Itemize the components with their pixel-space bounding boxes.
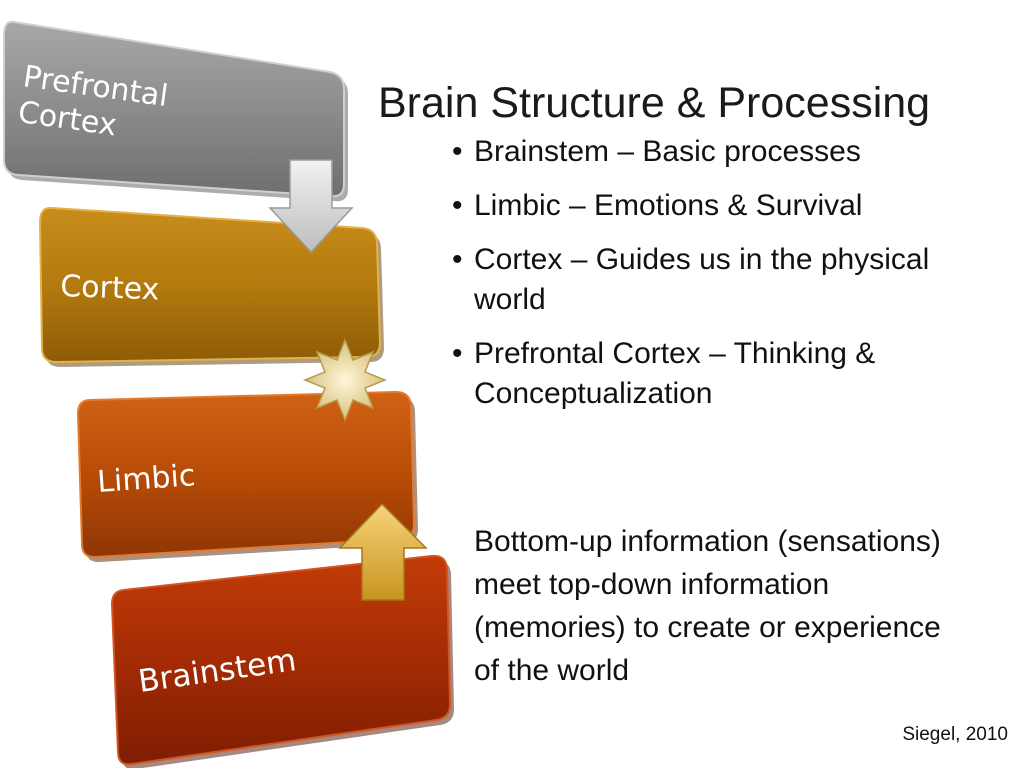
bullet-item-limbic: • Limbic – Emotions & Survival — [452, 186, 992, 226]
prefrontal-cortex-box: Prefrontal Cortex — [3, 20, 348, 202]
brain-structure-diagram: Prefrontal Cortex Cortex Limbic Brainste… — [3, 20, 454, 768]
up-arrow-icon — [338, 502, 428, 601]
svg-text:Limbic: Limbic — [96, 458, 196, 500]
bullet-text: Brainstem – Basic processes — [474, 135, 861, 168]
bullet-item-cortex: • Cortex – Guides us in the physical worl… — [452, 240, 992, 320]
limbic-label: Limbic — [96, 458, 196, 500]
cortex-box: Cortex — [38, 206, 384, 367]
bullet-list: • Brainstem – Basic processes • Limbic – E… — [452, 132, 992, 428]
down-arrow-icon — [268, 159, 354, 254]
bullet-dot-icon: • — [452, 243, 463, 276]
bullet-text: Cortex – Guides us in the physical world — [474, 243, 930, 316]
brainstem-shape — [110, 554, 452, 766]
bullet-dot-icon: • — [452, 337, 463, 370]
bullet-dot-icon: • — [452, 135, 463, 168]
summary-text: Bottom-up information (sensations) meet … — [474, 525, 941, 687]
bullet-item-brainstem: • Brainstem – Basic processes — [452, 132, 992, 172]
bullet-dot-icon: • — [452, 189, 463, 222]
bullet-item-prefrontal: • Prefrontal Cortex – Thinking & Conceptu… — [452, 334, 992, 414]
svg-text:Cortex: Cortex — [60, 269, 160, 307]
brainstem-box: Brainstem — [110, 554, 454, 768]
citation: Siegel, 2010 — [902, 724, 1008, 745]
limbic-box: Limbic — [76, 390, 418, 563]
bullet-text: Prefrontal Cortex – Thinking & Conceptua… — [474, 337, 876, 410]
slide-title: Brain Structure & Processing — [378, 78, 931, 127]
starburst-icon — [302, 337, 388, 423]
cortex-label: Cortex — [60, 269, 160, 307]
bullet-text: Limbic – Emotions & Survival — [474, 189, 863, 222]
